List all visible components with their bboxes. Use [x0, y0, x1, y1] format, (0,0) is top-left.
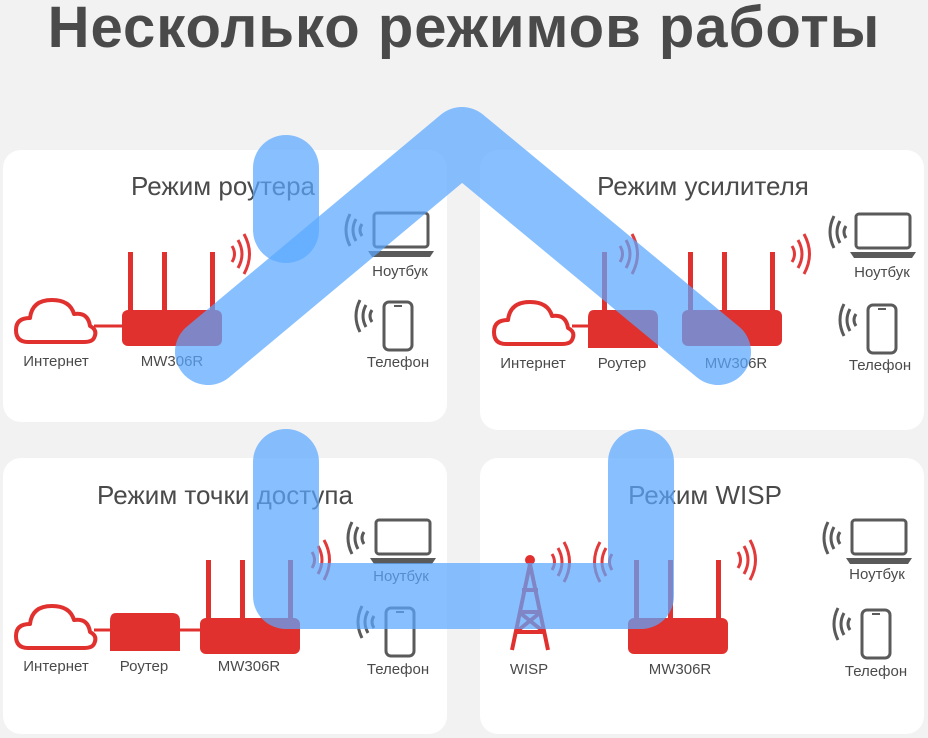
label-phone: Телефон — [848, 357, 912, 374]
label-wisp: WISP — [509, 661, 549, 678]
wifi-waves-icon — [828, 214, 848, 250]
mw306r-router-icon — [200, 560, 300, 654]
internet-cloud-icon — [14, 298, 98, 344]
wifi-waves-icon — [838, 302, 858, 338]
laptop-icon — [366, 211, 436, 259]
wifi-waves-icon — [230, 232, 251, 276]
phone-icon — [382, 300, 414, 352]
label-phone: Телефон — [366, 354, 430, 371]
label-device: MW306R — [704, 355, 768, 372]
label-device: MW306R — [217, 658, 281, 675]
label-internet: Интернет — [500, 355, 566, 372]
label-device: MW306R — [140, 353, 204, 370]
internet-cloud-icon — [14, 604, 98, 650]
wifi-waves-icon — [346, 520, 366, 556]
wifi-waves-icon — [618, 232, 639, 276]
label-router: Роутер — [119, 658, 169, 675]
mw306r-router-icon — [682, 252, 782, 346]
wifi-waves-icon — [354, 298, 374, 334]
wifi-waves-icon — [356, 604, 376, 640]
panel-title-access-point: Режим точки доступа — [97, 480, 353, 510]
phone-icon — [866, 303, 898, 355]
label-laptop: Ноутбук — [373, 568, 429, 585]
mw306r-router-icon — [628, 560, 728, 654]
wisp-tower-icon — [510, 555, 550, 651]
router-icon — [588, 310, 658, 348]
label-laptop: Ноутбук — [854, 264, 910, 281]
label-router: Роутер — [597, 355, 647, 372]
mw306r-router-icon — [122, 252, 222, 346]
phone-icon — [860, 608, 892, 660]
panel-title-repeater: Режим усилителя — [597, 171, 809, 201]
label-phone: Телефон — [366, 661, 430, 678]
laptop-icon — [844, 518, 914, 566]
internet-cloud-icon — [492, 300, 576, 346]
wifi-waves-icon — [832, 606, 852, 642]
label-internet: Интернет — [23, 353, 89, 370]
page-title: Несколько режимов работы — [47, 0, 881, 60]
label-device: MW306R — [648, 661, 712, 678]
wifi-waves-icon — [736, 538, 757, 582]
wifi-waves-icon — [593, 540, 614, 584]
panel-title-router: Режим роутера — [130, 171, 316, 201]
wifi-waves-icon — [344, 212, 364, 248]
wifi-waves-icon — [310, 538, 331, 582]
label-laptop: Ноутбук — [849, 566, 905, 583]
label-phone: Телефон — [844, 663, 908, 680]
wifi-waves-icon — [822, 520, 842, 556]
label-laptop: Ноутбук — [372, 263, 428, 280]
panel-title-wisp: Режим WISP — [628, 480, 782, 510]
label-internet: Интернет — [23, 658, 89, 675]
laptop-icon — [368, 518, 438, 566]
wifi-waves-icon — [790, 232, 811, 276]
router-icon — [110, 613, 180, 651]
laptop-icon — [848, 212, 918, 260]
wifi-waves-icon — [550, 540, 571, 584]
phone-icon — [384, 606, 416, 658]
